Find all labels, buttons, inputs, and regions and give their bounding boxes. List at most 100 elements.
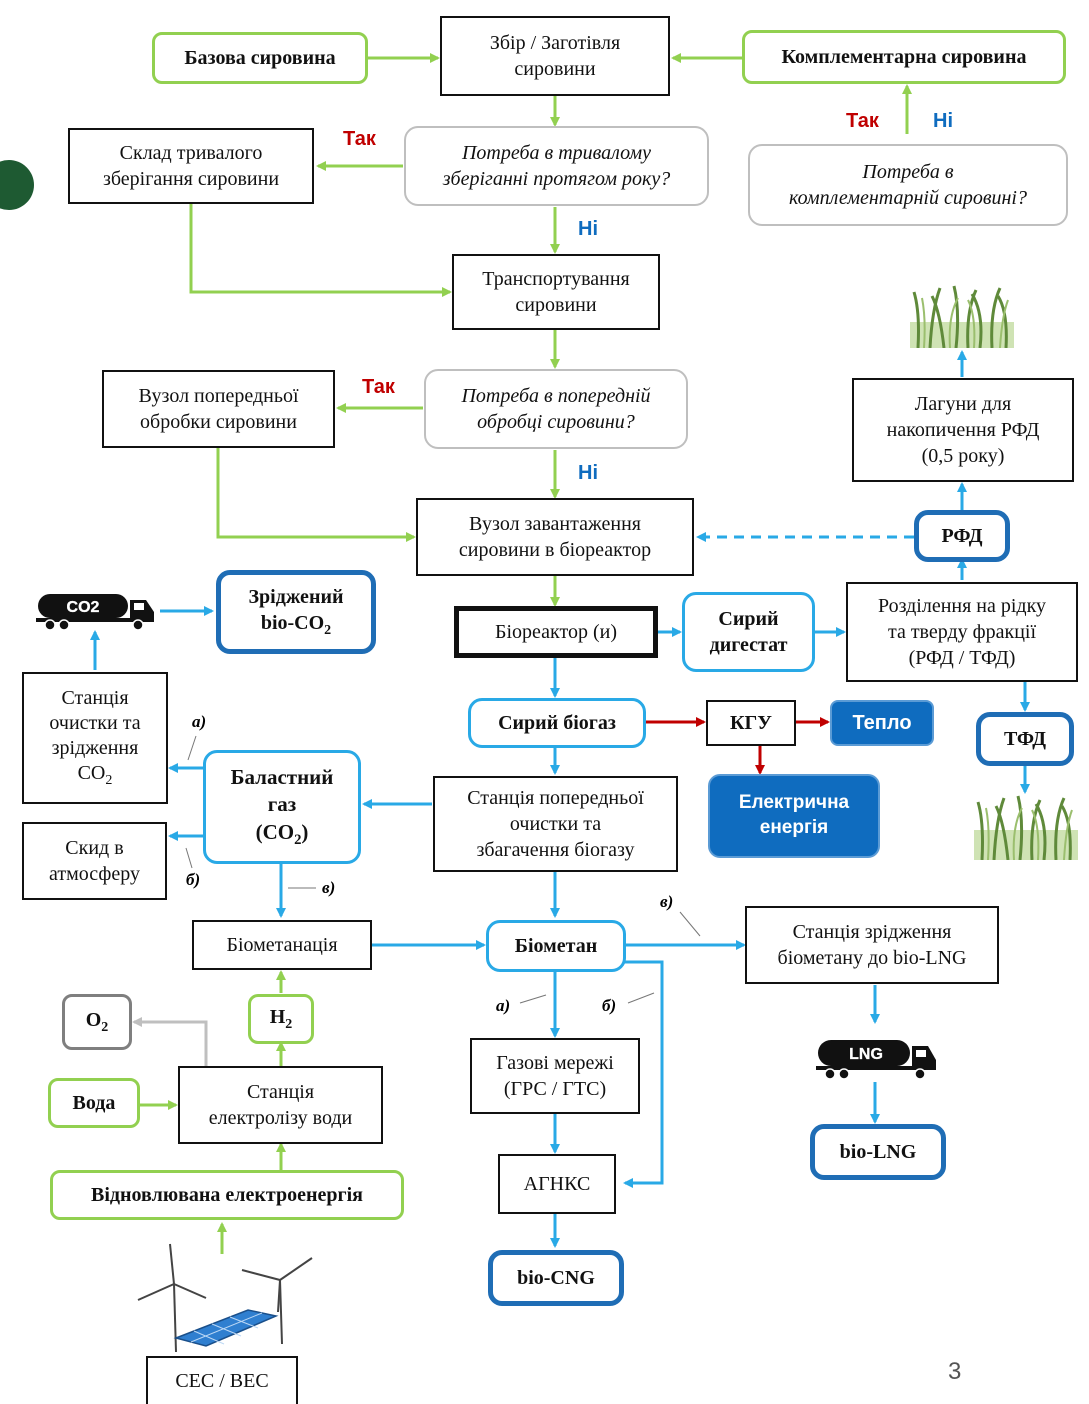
lng-tank-truck-icon: LNG xyxy=(814,1036,940,1082)
pretreat-label-1: Вузол попередньої xyxy=(138,385,299,407)
collection-box: Збір / Заготівля сировини xyxy=(440,16,670,96)
pretreatment-question: Потреба в попередній обробці сировини? xyxy=(424,369,688,449)
raw-digestate-label-2: дигестат xyxy=(709,634,788,656)
electricity-label-2: енергія xyxy=(759,817,829,838)
electricity-label-1: Електрична xyxy=(738,792,850,814)
option-b-label-vent: б) xyxy=(186,870,201,889)
biomethane-box: Біометан xyxy=(486,920,626,972)
biomass-crop-icon xyxy=(974,792,1078,861)
rfd-label: РФД xyxy=(941,525,983,547)
cng-station-box: АГНКС xyxy=(498,1154,616,1214)
upgrading-label-2: очистки та xyxy=(509,813,602,835)
base-raw-material-label: Базова сировина xyxy=(184,47,336,69)
separation-label-3: (РФД / ТФД) xyxy=(908,647,1016,669)
renewable-label: Відновлювана електроенергія xyxy=(91,1184,363,1206)
water-box: Вода xyxy=(48,1078,140,1128)
raw-digestate-label-1: Сирий xyxy=(718,608,779,630)
h2-label: H2 xyxy=(269,1005,293,1032)
separation-label-2: та тверду фракції xyxy=(887,621,1037,643)
wind-turbine-icon xyxy=(137,1243,313,1353)
bio-cng-box: bio-CNG xyxy=(488,1250,624,1306)
separation-box: Розділення на рідку та тверду фракції (РФД… xyxy=(846,582,1078,682)
bio-cng-label: bio-CNG xyxy=(517,1267,595,1289)
raw-biogas-label: Сирий біогаз xyxy=(498,712,616,734)
electrolysis-label-2: електролізу води xyxy=(208,1107,353,1129)
ballast-label-3: (CO2) xyxy=(255,819,309,848)
raw-biogas-box: Сирий біогаз xyxy=(468,698,646,748)
long-term-storage-box: Склад тривалого зберігання сировини xyxy=(68,128,314,204)
pretreatment-box: Вузол попередньої обробки сировини xyxy=(102,370,335,448)
bio-lng-box: bio-LNG xyxy=(810,1124,946,1180)
complementary-question: Потреба в комплементарній сировині? xyxy=(748,144,1068,226)
yes-label-storage: Так xyxy=(343,128,376,150)
oxygen-box: O2 xyxy=(62,994,132,1050)
base-raw-material-box: Базова сировина xyxy=(152,32,368,84)
co2-station-label-2: очистки та xyxy=(49,712,141,735)
yes-label-complementary: Так xyxy=(846,110,879,132)
q-pretreat-label-1: Потреба в попередній xyxy=(461,385,651,407)
liquefied-bio-co2-box: Зріджений bio-CO2 xyxy=(216,570,376,654)
co2-station-label-1: Станція xyxy=(61,687,129,710)
hydrogen-box: H2 xyxy=(248,994,314,1044)
solar-wind-plants-box: СЕС / ВЕС xyxy=(146,1356,298,1404)
biomass-crop-icon xyxy=(910,282,1014,349)
lng-station-label-2: біометану до bio-LNG xyxy=(777,947,967,969)
renewable-sources-illustration xyxy=(130,1240,330,1354)
q-compl-label-1: Потреба в xyxy=(862,161,954,183)
ballast-label-2: газ xyxy=(267,792,297,817)
transport-label-2: сировини xyxy=(515,294,597,316)
grid-label-2: (ГРС / ГТС) xyxy=(503,1078,607,1100)
ballast-label-1: Баластний xyxy=(230,765,334,790)
liq-co2-label-1: Зріджений xyxy=(248,585,344,608)
o2-label: O2 xyxy=(85,1008,109,1035)
chp-box: КГУ xyxy=(706,700,796,746)
tfd-label: ТФД xyxy=(1003,728,1047,750)
bio-lng-label: bio-LNG xyxy=(839,1141,917,1163)
renewable-electricity-box: Відновлювана електроенергія xyxy=(50,1170,404,1220)
pretreat-label-2: обробки сировини xyxy=(140,411,297,433)
co2-tank-truck-icon: CO2 xyxy=(34,590,158,632)
page-number: 3 xyxy=(948,1358,962,1385)
q-pretreat-label-2: обробці сировини? xyxy=(477,411,635,433)
liq-co2-label-2: bio-CO2 xyxy=(260,611,332,638)
water-label: Вода xyxy=(72,1092,116,1114)
grid-label-1: Газові мережі xyxy=(496,1052,614,1074)
liquid-digestate-box: РФД xyxy=(914,510,1010,562)
upgrading-label-3: збагачення біогазу xyxy=(476,839,635,861)
q-storage-label-2: зберіганні протягом року? xyxy=(442,168,671,190)
co2-station-label-3: зрідження xyxy=(51,737,139,760)
loading-label-1: Вузол завантаження xyxy=(468,513,641,535)
agnks-label: АГНКС xyxy=(523,1173,591,1195)
vent-label-1: Скид в xyxy=(65,837,124,859)
biomethane-label: Біометан xyxy=(514,935,598,957)
lagoon-label-2: накопичення РФД xyxy=(886,419,1040,441)
collection-label-1: Збір / Заготівля xyxy=(489,32,621,54)
q-compl-label-2: комплементарній сировині? xyxy=(789,187,1027,209)
biogas-upgrading-box: Станція попередньої очистки та збагачення … xyxy=(433,776,678,872)
storage-label-1: Склад тривалого xyxy=(119,142,263,164)
kgu-label: КГУ xyxy=(730,712,772,734)
lng-tank-label: LNG xyxy=(849,1046,883,1063)
lagoon-label-3: (0,5 року) xyxy=(921,445,1005,467)
transport-label-1: Транспортування xyxy=(482,268,630,290)
option-v-label-biomethanation: в) xyxy=(322,878,336,897)
storage-label-2: зберігання сировини xyxy=(102,168,280,190)
option-a-label-grid: а) xyxy=(496,996,511,1015)
heat-label: Тепло xyxy=(852,712,912,734)
co2-tank-label: CO2 xyxy=(67,599,100,616)
solar-panel-icon xyxy=(173,1309,279,1347)
separation-label-1: Розділення на рідку xyxy=(877,595,1047,617)
electric-energy-box: Електрична енергія xyxy=(708,774,880,858)
lng-station-label-1: Станція зрідження xyxy=(792,921,952,943)
collection-label-2: сировини xyxy=(514,58,596,80)
upgrading-label-1: Станція попередньої xyxy=(467,787,644,809)
complementary-raw-material-box: Комплементарна сировина xyxy=(742,30,1066,84)
co2-station-label-4: CO2 xyxy=(77,762,113,789)
solid-digestate-box: ТФД xyxy=(976,712,1074,766)
